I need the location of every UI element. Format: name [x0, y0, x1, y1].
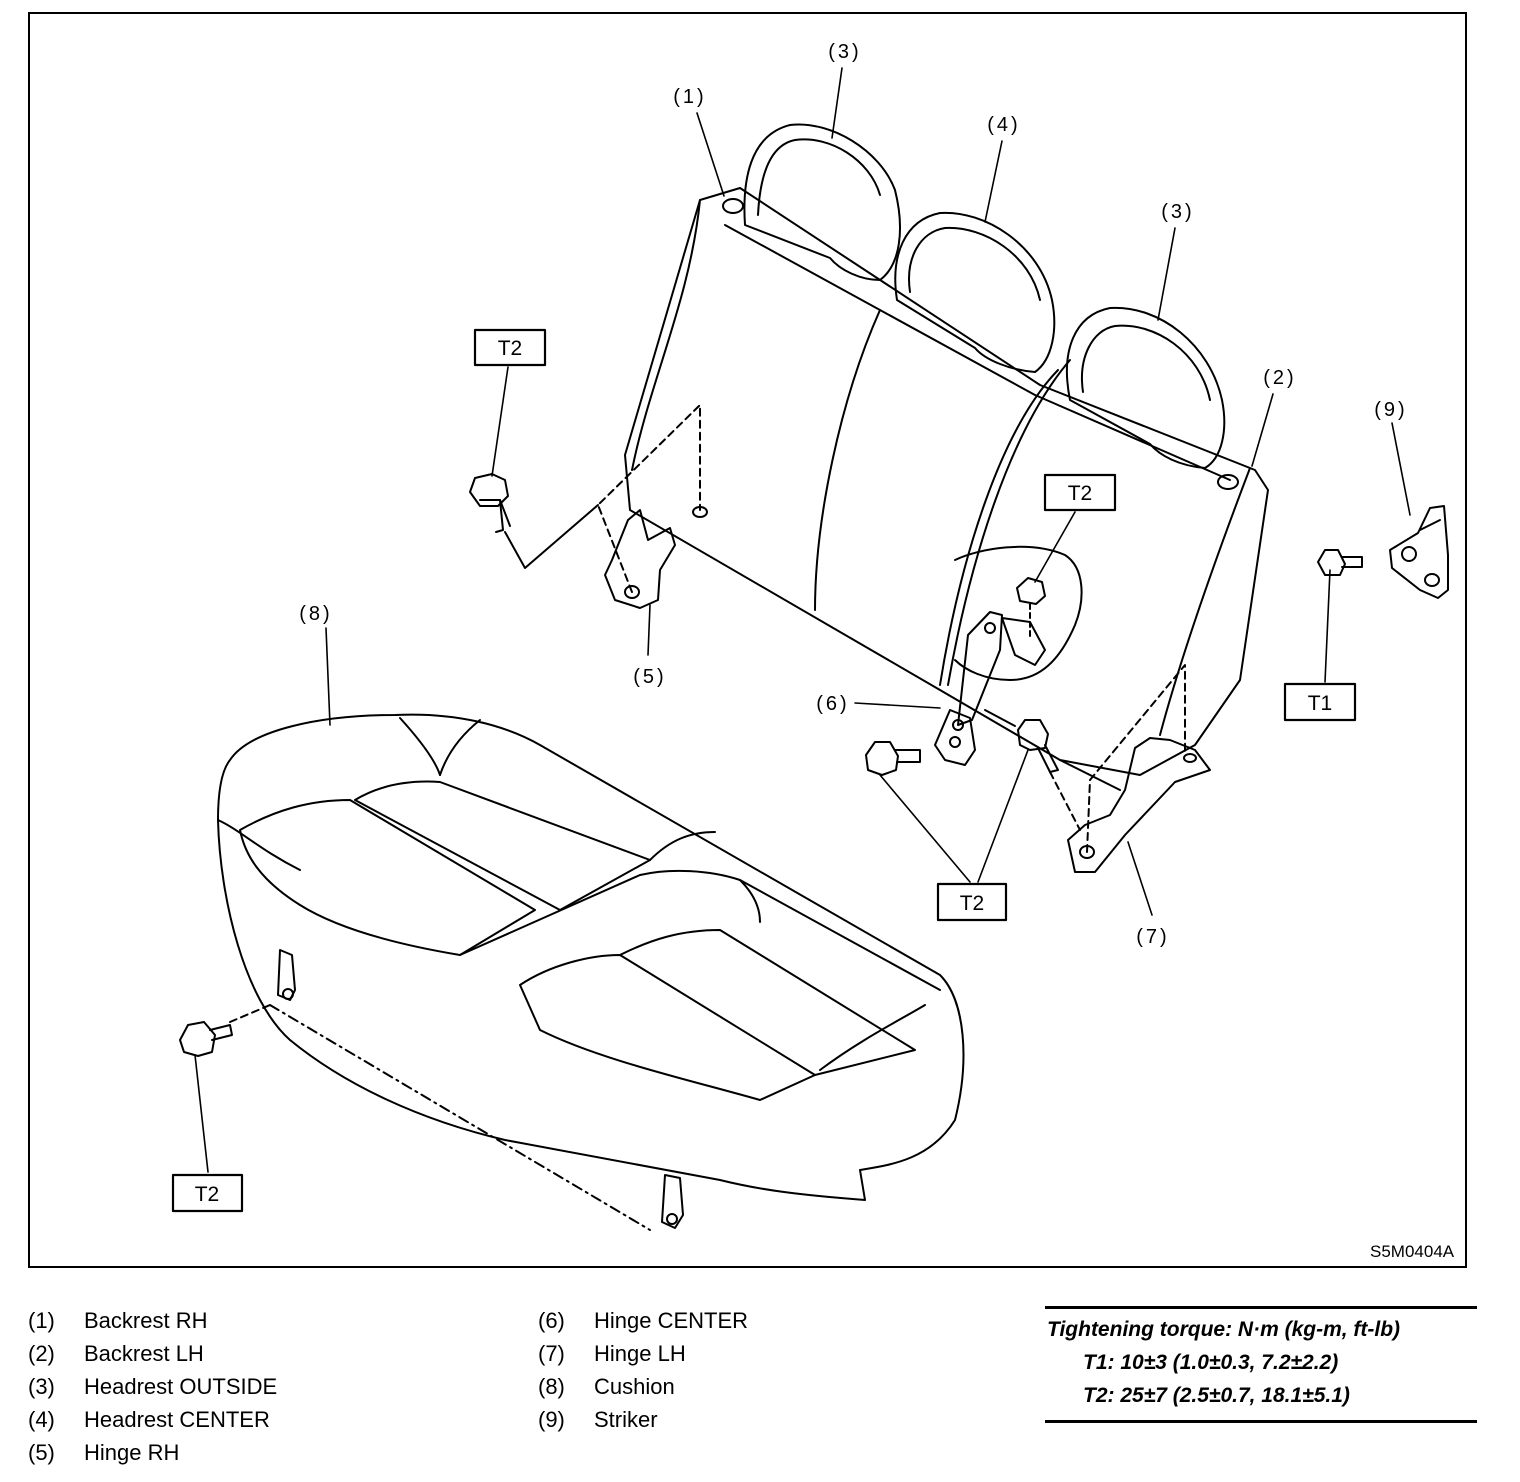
torque-t1: T1: 10±3 (1.0±0.3, 7.2±2.2): [1083, 1351, 1339, 1374]
seat-cushion: [217, 713, 965, 1201]
torque-rule-top: [1045, 1306, 1477, 1309]
legend-item: (9) Striker: [538, 1403, 748, 1436]
legend-right: (6) Hinge CENTER (7) Hinge LH (8) Cushion (…: [538, 1304, 748, 1436]
hinge-center: [934, 545, 1083, 766]
torque-tag-t2-d: T2: [171, 1173, 244, 1213]
figure-code: S5M0404A: [1370, 1242, 1455, 1261]
torque-table: Tightening torque: N·m (kg-m, ft-lb) T1:…: [1045, 1306, 1477, 1423]
callout-3-right: (3): [1161, 201, 1194, 223]
legend-item: (3) Headrest OUTSIDE: [28, 1370, 277, 1403]
torque-tag-label: T2: [498, 337, 523, 360]
bolt-rh-hinge: [469, 473, 599, 569]
torque-tag-label: T2: [195, 1183, 220, 1206]
callout-9: (9): [1374, 399, 1407, 421]
torque-tag-t2-a: T2: [473, 328, 547, 367]
headrest-outside-right: [1066, 306, 1226, 469]
legend-label: Hinge CENTER: [594, 1307, 749, 1333]
legend-left: (1) Backrest RH (2) Backrest LH (3) Headres…: [28, 1304, 277, 1469]
legend-item: (4) Headrest CENTER: [28, 1403, 277, 1436]
hinge-rh: [597, 404, 708, 609]
legend-item: (2) Backrest LH: [28, 1337, 277, 1370]
legend-label: Backrest LH: [84, 1340, 204, 1366]
callouts: (1) (3) (4) (3) (2) (9) (8) (5) (6) (7): [299, 41, 1407, 948]
callout-6: (6): [816, 693, 849, 715]
callout-2: (2): [1263, 367, 1296, 389]
legend-num: (4): [28, 1406, 55, 1432]
legend-label: Hinge LH: [594, 1340, 686, 1366]
legend-label: Cushion: [594, 1373, 675, 1399]
striker: [1389, 505, 1449, 599]
torque-tag-label: T1: [1308, 692, 1333, 715]
callout-1: (1): [673, 86, 706, 108]
torque-tag-t1: T1: [1283, 682, 1357, 722]
leader-lines: [194, 67, 1411, 1173]
legend-num: (2): [28, 1340, 55, 1366]
callout-5: (5): [633, 666, 666, 688]
callout-7: (7): [1136, 926, 1169, 948]
callout-8: (8): [299, 603, 332, 625]
legend-num: (5): [28, 1439, 55, 1465]
bolt-center-left: [865, 741, 921, 776]
legend-item: (8) Cushion: [538, 1370, 748, 1403]
legend-num: (9): [538, 1406, 565, 1432]
headrest-outside-left: [743, 123, 901, 281]
headrest-center: [894, 211, 1056, 373]
bolt-striker: [1317, 549, 1363, 576]
callout-4: (4): [987, 114, 1020, 136]
legend-item: (1) Backrest RH: [28, 1304, 277, 1337]
legend-num: (3): [28, 1373, 55, 1399]
hinge-lh: [1067, 664, 1211, 873]
legend-item: (6) Hinge CENTER: [538, 1304, 748, 1337]
callout-3-left: (3): [828, 41, 861, 63]
bolt-cushion: [179, 1021, 233, 1057]
legend-label: Headrest CENTER: [84, 1406, 270, 1432]
legend-label: Headrest OUTSIDE: [84, 1373, 278, 1399]
legend-label: Hinge RH: [84, 1439, 180, 1465]
torque-t2: T2: 25±7 (2.5±0.7, 18.1±5.1): [1083, 1384, 1350, 1407]
torque-tag-label: T2: [1068, 482, 1093, 505]
legend-item: (5) Hinge RH: [28, 1436, 277, 1469]
legend-num: (1): [28, 1307, 55, 1333]
legend-item: (7) Hinge LH: [538, 1337, 748, 1370]
torque-tag-t2-c: T2: [936, 882, 1008, 922]
diagram-frame: [28, 12, 1467, 1268]
backrest-assembly: [624, 187, 1269, 776]
cushion-hooks: [229, 949, 684, 1231]
legend-num: (6): [538, 1307, 565, 1333]
legend-label: Backrest RH: [84, 1307, 208, 1333]
legend-num: (8): [538, 1373, 565, 1399]
torque-tag-t2-b: T2: [1043, 473, 1117, 512]
torque-rule-bottom: [1045, 1420, 1477, 1423]
bolt-center-right: [984, 709, 1121, 831]
torque-tag-label: T2: [960, 892, 985, 915]
legend-label: Striker: [594, 1406, 658, 1432]
legend-num: (7): [538, 1340, 565, 1366]
torque-header: Tightening torque: N·m (kg-m, ft-lb): [1047, 1318, 1401, 1341]
